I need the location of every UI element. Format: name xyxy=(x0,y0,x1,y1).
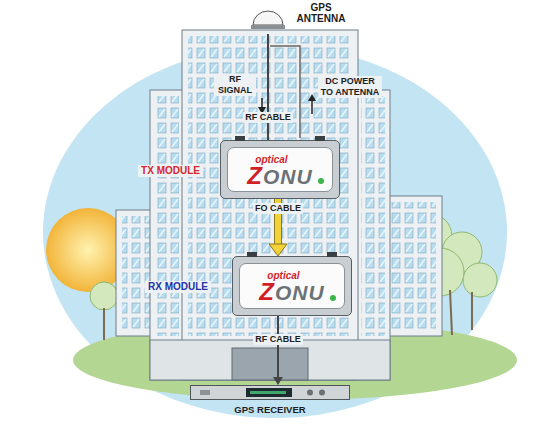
connector-port xyxy=(327,252,337,257)
tree-crown xyxy=(90,282,118,310)
module-panel: opticalZONU xyxy=(227,147,333,192)
display-glow xyxy=(250,391,286,394)
edge-label-anchor: RF CABLE xyxy=(243,112,293,123)
receiver-body xyxy=(190,385,350,400)
label-anchor: DC POWER TO ANTENNA xyxy=(318,76,382,98)
entrance xyxy=(232,348,308,380)
tree-left xyxy=(90,282,118,340)
module-label: RX MODULE xyxy=(145,281,211,293)
tree-trunk xyxy=(103,308,105,340)
connector-port xyxy=(247,252,257,257)
label-anchor: RF SIGNAL xyxy=(214,74,256,96)
antenna-label: GPS ANTENNA xyxy=(290,2,352,24)
cable-label: FO CABLE xyxy=(253,203,303,214)
arrowhead xyxy=(269,244,287,256)
edge-label-anchor: FO CABLE xyxy=(253,203,303,214)
heading-anchor: GPS RECEIVER xyxy=(234,404,305,415)
tree-crown xyxy=(463,263,497,297)
gps-antenna: GPS ANTENNA xyxy=(252,4,284,34)
heading-anchor: GPS ANTENNA xyxy=(290,2,352,24)
rf-cable xyxy=(273,316,283,385)
antenna-base xyxy=(251,25,285,29)
callout-label: DC POWER TO ANTENNA xyxy=(318,76,382,98)
dc-power-arrow xyxy=(311,100,313,114)
cable-line xyxy=(277,316,279,377)
gps-receiver: GPS RECEIVER xyxy=(190,385,350,400)
company-logo: opticalZONU xyxy=(247,153,312,186)
wing-windows-left xyxy=(155,96,179,336)
company-logo: opticalZONU xyxy=(259,270,324,303)
connector-port xyxy=(235,136,245,141)
status-led xyxy=(330,295,336,301)
arrowhead xyxy=(273,377,283,385)
dc-power-arrowhead xyxy=(308,94,316,101)
connector-port xyxy=(315,136,325,141)
receiver-display xyxy=(246,388,292,397)
receiver-label: GPS RECEIVER xyxy=(234,404,305,415)
module-panel: opticalZONU xyxy=(239,263,345,309)
rf-cable xyxy=(268,34,269,140)
edge-label-anchor: RF CABLE xyxy=(253,334,303,345)
wing-windows-right xyxy=(361,96,385,336)
logo-text: ZONU xyxy=(247,164,312,186)
building-base xyxy=(150,340,390,380)
cable-label: RF CABLE xyxy=(243,112,293,123)
receiver-knob xyxy=(307,390,313,396)
rf-signal-arrow xyxy=(261,98,263,108)
antenna-mount-pole xyxy=(270,46,300,138)
cable-label: RF CABLE xyxy=(253,334,303,345)
tx-module: opticalZONUTX MODULE xyxy=(220,140,340,199)
status-led xyxy=(318,178,324,184)
cable-line xyxy=(267,34,269,140)
heading-anchor: RX MODULE xyxy=(145,281,211,293)
antenna-dome xyxy=(253,11,283,25)
receiver-knob xyxy=(319,390,325,396)
module-label: TX MODULE xyxy=(138,165,203,177)
rx-module: opticalZONURX MODULE xyxy=(232,256,352,316)
receiver-button xyxy=(200,390,210,395)
callout-label: RF SIGNAL xyxy=(214,74,256,96)
logo-text: ZONU xyxy=(259,281,324,303)
heading-anchor: TX MODULE xyxy=(138,165,203,177)
tree-trunk xyxy=(450,290,472,335)
receiver-case xyxy=(191,386,350,400)
